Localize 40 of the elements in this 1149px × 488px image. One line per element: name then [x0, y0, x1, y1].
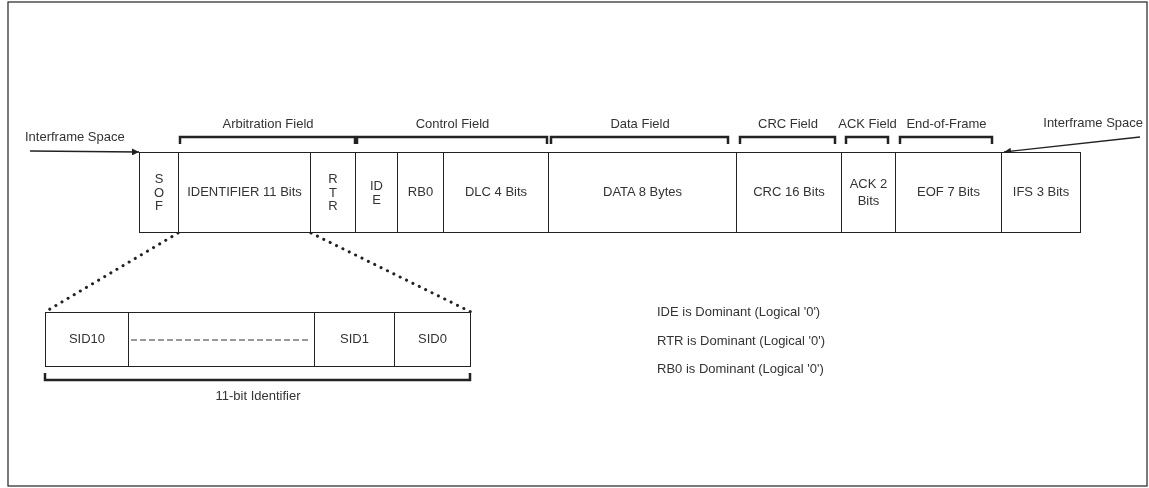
- note-text: RTR is Dominant (Logical '0'): [657, 333, 825, 350]
- field-label: RB0: [407, 184, 434, 201]
- field-label: SOF: [152, 172, 166, 213]
- field-label: CRC 16 Bits: [753, 184, 825, 201]
- field-label: SID1: [340, 331, 369, 348]
- field-cell: [397, 152, 444, 233]
- field-cell: [841, 152, 896, 233]
- field-cell: [45, 312, 129, 367]
- dotted-line: [309, 231, 473, 314]
- field-group-label: Control Field: [414, 116, 491, 133]
- field-cell: [394, 312, 471, 367]
- field-cell: [355, 152, 398, 233]
- field-cell: [310, 152, 356, 233]
- field-cell: [139, 152, 179, 233]
- field-label: DLC 4 Bits: [464, 184, 528, 201]
- field-label: DATA 8 Bytes: [603, 184, 682, 201]
- field-label: ACK 2 Bits: [848, 175, 889, 210]
- field-label: IDENTIFIER 11 Bits: [187, 184, 302, 201]
- field-cell: [314, 312, 395, 367]
- field-group-label: Data Field: [609, 116, 671, 133]
- field-label: SID0: [418, 331, 447, 348]
- field-cell: [548, 152, 737, 233]
- edge-label: Interframe Space: [24, 129, 126, 144]
- field-label: IDE: [370, 178, 383, 207]
- field-cell: [1001, 152, 1081, 233]
- note-text: RB0 is Dominant (Logical '0'): [657, 361, 824, 378]
- field-group-label: ACK Field: [837, 116, 898, 133]
- field-label: EOF 7 Bits: [917, 184, 980, 201]
- field-label: IFS 3 Bits: [1012, 184, 1070, 201]
- arrow: [29, 148, 140, 156]
- note-text: IDE is Dominant (Logical '0'): [657, 304, 821, 321]
- field-cell: [736, 152, 842, 233]
- field-label: SID10: [68, 331, 106, 348]
- field-group-label: Arbitration Field: [221, 116, 315, 133]
- field-cell: [443, 152, 549, 233]
- field-label: RTR: [327, 172, 339, 213]
- field-cell: [178, 152, 311, 233]
- field-cell: [895, 152, 1002, 233]
- field-group-label: 11-bit Identifier: [214, 388, 302, 405]
- edge-label: Interframe Space: [1042, 115, 1144, 130]
